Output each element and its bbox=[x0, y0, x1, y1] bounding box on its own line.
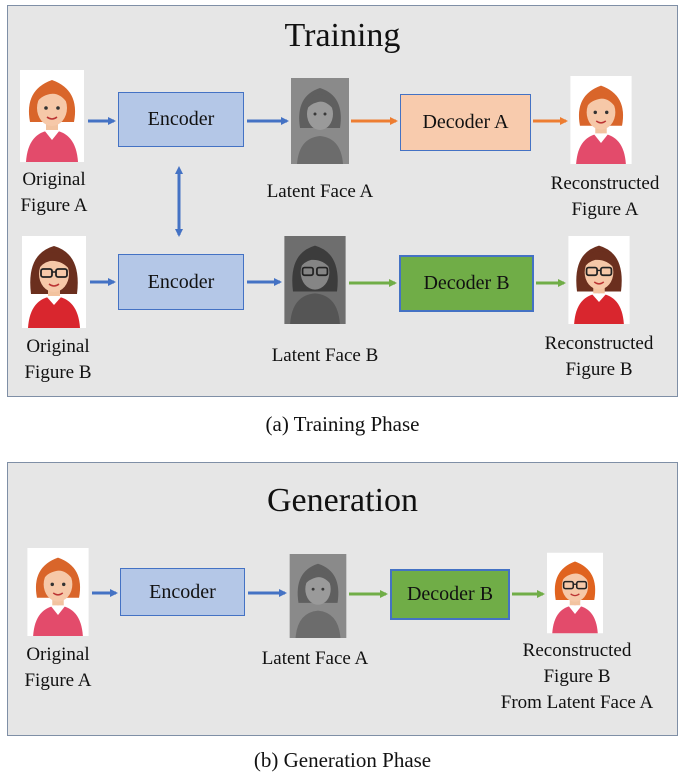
original-a-line1: Original bbox=[22, 169, 86, 190]
latent-face-a-icon bbox=[291, 78, 349, 164]
training-panel: Training bbox=[7, 5, 678, 397]
gen-recon-line2: Figure B bbox=[543, 666, 611, 687]
original-b-line1: Original bbox=[26, 336, 90, 357]
reconstructed-figure-a-icon bbox=[570, 76, 632, 164]
encoder-a-box: Encoder bbox=[118, 92, 244, 147]
original-figure-a-label: Original Figure A bbox=[2, 167, 106, 219]
original-figure-b-label: Original Figure B bbox=[6, 334, 110, 386]
generation-title: Generation bbox=[266, 482, 419, 519]
latent-face-a-label: Latent Face A bbox=[266, 181, 374, 202]
gen-original-line2: Figure A bbox=[24, 670, 92, 691]
gen-recon-line1: Reconstructed bbox=[522, 640, 632, 661]
recon-b-line2: Figure B bbox=[565, 359, 633, 380]
training-title: Training bbox=[284, 17, 401, 54]
encoder-b-box: Encoder bbox=[118, 254, 244, 310]
original-a-line2: Figure A bbox=[20, 195, 88, 216]
generation-decoder-b-box: Decoder B bbox=[390, 569, 510, 620]
generation-reconstructed-label: Reconstructed Figure B From Latent Face … bbox=[482, 638, 672, 716]
recon-b-line1: Reconstructed bbox=[544, 333, 654, 354]
recon-a-line1: Reconstructed bbox=[550, 173, 660, 194]
reconstructed-figure-b-label: Reconstructed Figure B bbox=[524, 331, 674, 383]
generation-encoder-box: Encoder bbox=[120, 568, 245, 616]
generation-latent-label: Latent Face A bbox=[261, 648, 369, 669]
original-b-line2: Figure B bbox=[24, 362, 92, 383]
generation-latent-face-a-icon bbox=[289, 554, 347, 638]
generation-original-figure-a-icon bbox=[27, 548, 89, 636]
decoder-b-box: Decoder B bbox=[399, 255, 534, 312]
latent-face-b-icon bbox=[284, 236, 346, 324]
reconstructed-figure-a-label: Reconstructed Figure A bbox=[530, 171, 680, 223]
original-figure-b-icon bbox=[22, 236, 86, 328]
reconstructed-figure-b-icon bbox=[568, 236, 630, 324]
decoder-a-box: Decoder A bbox=[400, 94, 531, 151]
gen-original-line1: Original bbox=[26, 644, 90, 665]
generation-caption: (b) Generation Phase bbox=[253, 748, 432, 772]
reconstructed-redhead-with-glasses-icon bbox=[547, 550, 603, 636]
original-figure-a-icon bbox=[20, 70, 84, 162]
training-caption: (a) Training Phase bbox=[265, 412, 420, 436]
recon-a-line2: Figure A bbox=[571, 199, 639, 220]
latent-face-b-label: Latent Face B bbox=[271, 345, 379, 366]
generation-original-label: Original Figure A bbox=[6, 642, 110, 694]
gen-recon-line3: From Latent Face A bbox=[500, 692, 654, 713]
